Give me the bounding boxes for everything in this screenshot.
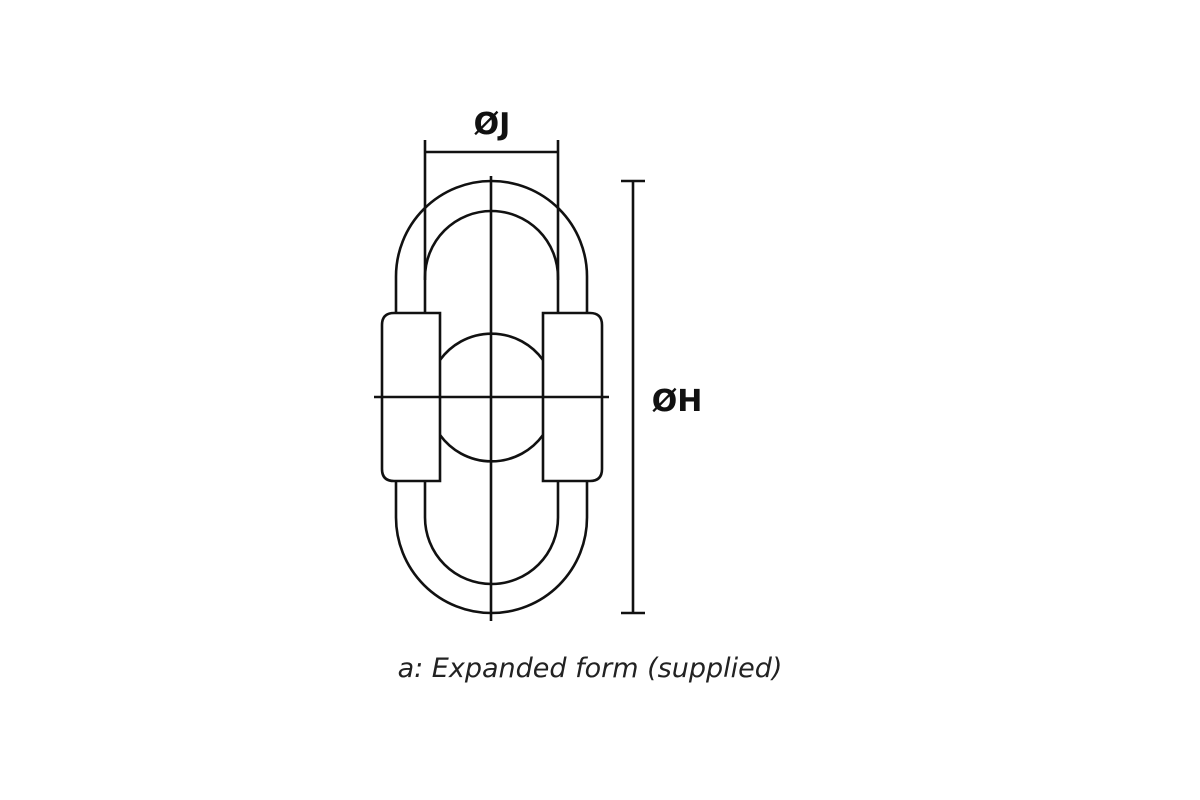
figure-caption: a: Expanded form (supplied) [398, 653, 783, 684]
left-sleeve [380, 311, 442, 483]
dimension-label-j: ØJ [474, 107, 511, 142]
dimension-label-h: ØH [652, 384, 703, 419]
right-sleeve [541, 311, 604, 483]
